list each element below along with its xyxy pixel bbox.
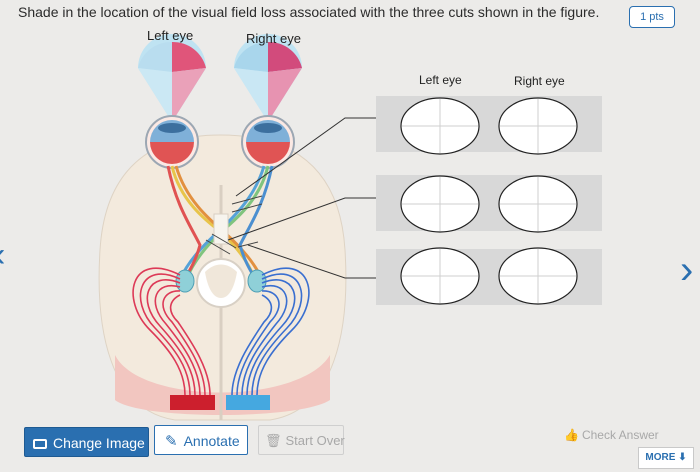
start-over-button[interactable]: 🗑Start Over	[258, 425, 345, 455]
left-eye-field	[138, 34, 206, 122]
change-image-label: Change Image	[53, 435, 145, 451]
right-eye-field	[234, 34, 302, 122]
camera-icon	[33, 439, 47, 450]
panel-right-eye-label: Right eye	[514, 74, 565, 88]
midbrain	[196, 258, 246, 308]
leader-lines	[227, 117, 376, 279]
points-badge: 1 pts	[629, 6, 675, 28]
cut-marks	[205, 195, 263, 255]
change-image-button[interactable]: Change Image	[24, 427, 149, 457]
more-button[interactable]: MORE ⬇	[638, 447, 694, 469]
right-optic-radiation	[231, 267, 310, 396]
trash-icon: 🗑	[265, 433, 282, 448]
chevron-left-icon[interactable]: ‹	[0, 236, 5, 275]
more-label: MORE	[645, 452, 676, 463]
visual-cortex	[115, 355, 330, 415]
annotate-label: Annotate	[183, 433, 240, 449]
arrow-down-icon: ⬇	[678, 452, 687, 463]
pencil-icon: ✎	[165, 433, 178, 450]
thumbs-up-icon: 👍	[564, 428, 579, 442]
left-optic-radiation	[132, 267, 211, 396]
chevron-right-icon[interactable]: ›	[680, 248, 694, 292]
question-text: Shade in the location of the visual fiel…	[18, 4, 600, 20]
check-answer-button[interactable]: 👍Check Answer	[556, 420, 664, 450]
annotate-button[interactable]: ✎ Annotate	[154, 425, 248, 455]
left-eyeball	[145, 115, 199, 169]
start-over-label: Start Over	[285, 433, 345, 448]
left-eye-label: Left eye	[147, 28, 194, 43]
check-answer-label: Check Answer	[581, 428, 659, 442]
right-eye-label: Right eye	[246, 31, 301, 46]
panel-left-eye-label: Left eye	[419, 73, 462, 87]
